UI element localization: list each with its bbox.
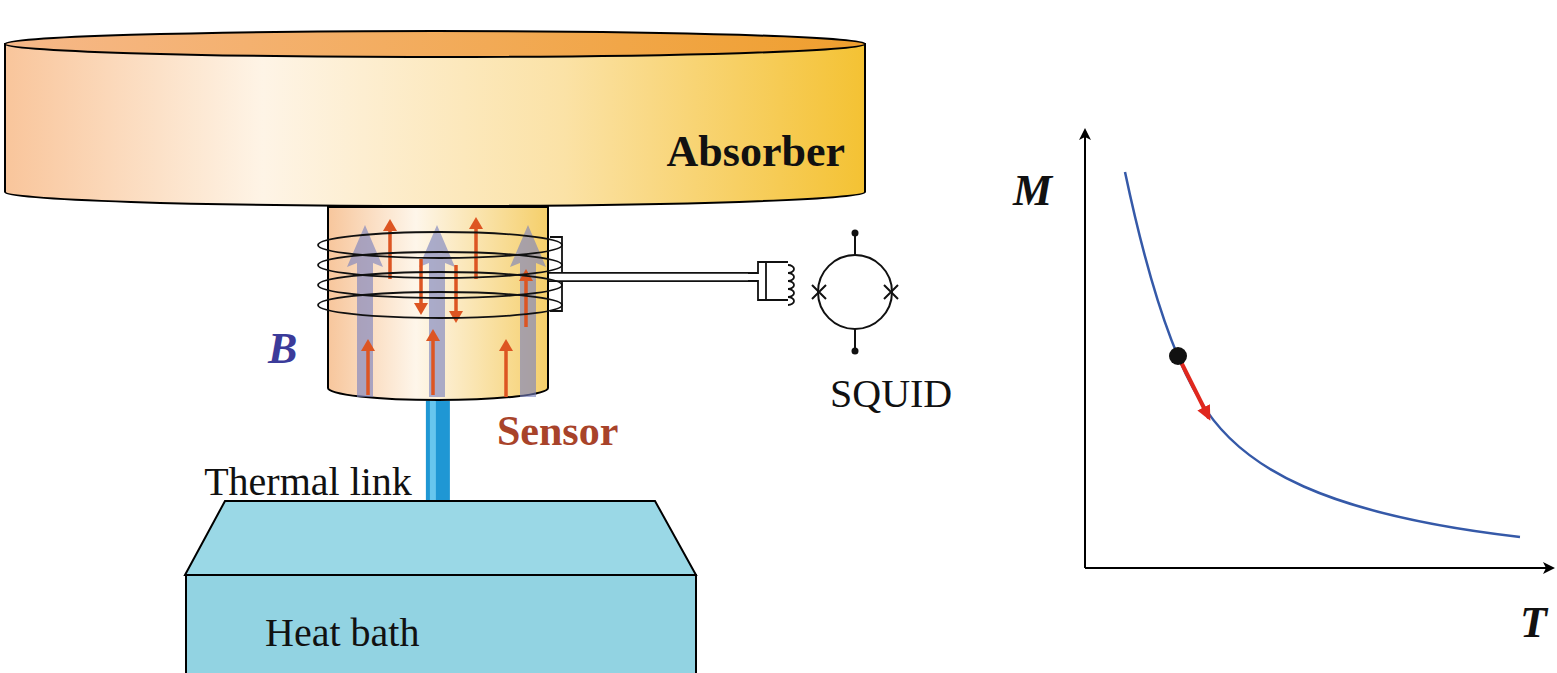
link-label: Thermal link [204, 459, 412, 505]
absorber-disk: Absorber [3, 26, 867, 212]
signal-wire [548, 277, 748, 278]
axis-label: T [1520, 598, 1547, 649]
squid-symbol: SQUID [748, 225, 1000, 425]
operating-point [1169, 347, 1187, 365]
sensor-cylinder-art [328, 207, 550, 401]
heat-bath-block-art [185, 500, 697, 673]
field-symbol: B [268, 324, 297, 375]
y-axis [1084, 130, 1086, 568]
magnetization-curve [1125, 172, 1520, 537]
heat-bath-block: Heat bath [185, 500, 697, 673]
axis-label: M [1013, 166, 1052, 217]
connector-stroke [426, 401, 450, 500]
connector-stroke [548, 274, 748, 280]
x-axis [1085, 567, 1553, 569]
connector-stroke [548, 272, 748, 282]
sensor-label: Sensor [497, 407, 618, 455]
change-arrow [1181, 362, 1209, 418]
absorber-label: Absorber [667, 127, 845, 178]
squid-label: SQUID [830, 371, 952, 417]
thermal-link [433, 401, 438, 500]
absorber-disk-art [3, 26, 867, 212]
sensor-cylinder: Sensor [328, 207, 550, 401]
connector-stroke [430, 401, 436, 500]
heat-bath-label: Heat bath [265, 610, 419, 656]
